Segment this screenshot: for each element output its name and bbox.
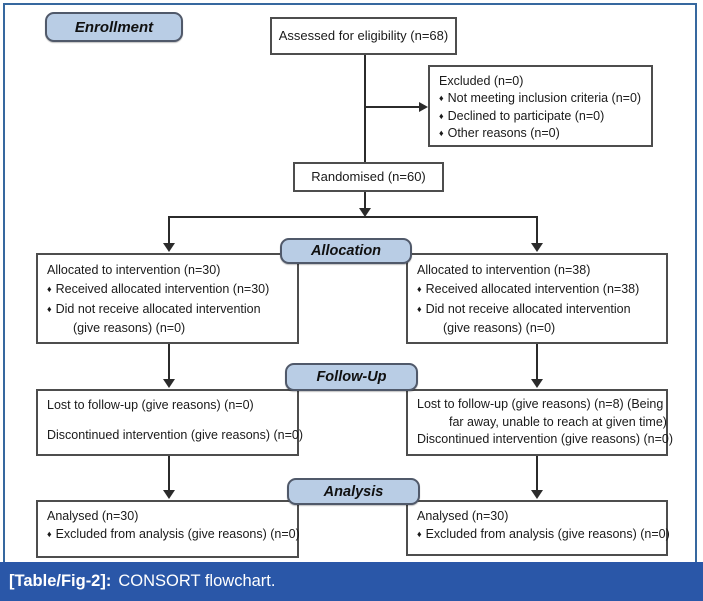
diamond-bullet-icon: ♦ <box>417 303 422 314</box>
line-branch-to-excluded <box>365 106 420 108</box>
arrowhead-right-excluded <box>419 102 428 112</box>
excluded-item: ♦Other reasons (n=0) <box>439 125 642 142</box>
caption-bar: [Table/Fig-2]: CONSORT flowchart. <box>0 562 703 601</box>
box-followup-right: Lost to follow-up (give reasons) (n=8) (… <box>406 389 674 456</box>
diamond-bullet-icon: ♦ <box>417 284 422 295</box>
box-randomised: Randomised (n=60) <box>293 162 444 192</box>
allocation-left-title: Allocated to intervention (n=30) <box>47 263 221 277</box>
line-followup-right-to-analysis <box>536 456 538 491</box>
line-randomised-down <box>364 192 366 210</box>
assessed-text: Assessed for eligibility (n=68) <box>278 27 449 43</box>
analysis-left-bullet1: ♦Excluded from analysis (give reasons) (… <box>47 526 300 544</box>
analysis-left-bullet1-text: Excluded from analysis (give reasons) (n… <box>55 526 300 541</box>
line-split-right-down <box>536 217 538 244</box>
analysis-left-title: Analysed (n=30) <box>47 509 139 523</box>
allocation-right-bullet1-text: Received allocated intervention (n=38) <box>425 282 640 297</box>
diamond-bullet-icon: ♦ <box>439 93 444 104</box>
arrowhead-down-allocation-right <box>531 243 543 252</box>
arrowhead-down-analysis-right <box>531 490 543 499</box>
box-allocation-left: Allocated to intervention (n=30) ♦Receiv… <box>36 253 299 344</box>
allocation-right-bullet2-cont: (give reasons) (n=0) <box>443 321 556 336</box>
box-allocation-right: Allocated to intervention (n=38) ♦Receiv… <box>406 253 668 344</box>
diamond-bullet-icon: ♦ <box>417 528 422 539</box>
stage-label-allocation: Allocation <box>280 238 412 264</box>
followup-left-line2: Discontinued intervention (give reasons)… <box>47 427 304 442</box>
allocation-left-bullet2: ♦Did not receive allocated intervention <box>47 300 288 319</box>
arrowhead-down-followup-left <box>163 379 175 388</box>
arrowhead-down-allocation-left <box>163 243 175 252</box>
line-allocation-right-to-followup <box>536 344 538 381</box>
stage-label-followup: Follow-Up <box>285 363 418 391</box>
allocation-left-bullet1: ♦Received allocated intervention (n=30) <box>47 280 288 299</box>
allocation-label-text: Allocation <box>310 243 382 259</box>
box-analysis-right: Analysed (n=30) ♦Excluded from analysis … <box>406 500 670 556</box>
allocation-right-bullet1: ♦Received allocated intervention (n=38) <box>417 280 657 299</box>
diamond-bullet-icon: ♦ <box>439 110 444 121</box>
caption-text: CONSORT flowchart. <box>118 572 276 590</box>
box-assessed: Assessed for eligibility (n=68) <box>270 17 457 55</box>
analysis-right-bullet1-text: Excluded from analysis (give reasons) (n… <box>425 526 670 541</box>
excluded-item: ♦Not meeting inclusion criteria (n=0) <box>439 90 642 107</box>
stage-label-analysis: Analysis <box>287 478 420 505</box>
excluded-item-text: Declined to participate (n=0) <box>447 108 605 123</box>
analysis-label-text: Analysis <box>323 483 384 500</box>
box-excluded: Excluded (n=0) ♦Not meeting inclusion cr… <box>428 65 653 147</box>
stage-label-enrollment: Enrollment <box>45 12 183 42</box>
followup-right-line3: Discontinued intervention (give reasons)… <box>417 432 674 446</box>
box-followup-left: Lost to follow-up (give reasons) (n=0) D… <box>36 389 304 456</box>
diamond-bullet-icon: ♦ <box>47 528 52 539</box>
excluded-item: ♦Declined to participate (n=0) <box>439 108 642 125</box>
allocation-right-bullet2: ♦Did not receive allocated intervention <box>417 300 657 319</box>
line-split-left-down <box>168 217 170 244</box>
diamond-bullet-icon: ♦ <box>439 127 444 138</box>
arrowhead-down-junction <box>359 208 371 217</box>
enrollment-label-text: Enrollment <box>74 18 154 36</box>
allocation-right-bullet2-text: Did not receive allocated intervention <box>425 301 631 316</box>
allocation-right-title: Allocated to intervention (n=38) <box>417 263 591 277</box>
randomised-text: Randomised (n=60) <box>311 168 426 184</box>
allocation-left-bullet2-text: Did not receive allocated intervention <box>55 301 261 316</box>
followup-right-line2: far away, unable to reach at given time) <box>449 414 667 429</box>
excluded-title: Excluded (n=0) <box>439 74 524 88</box>
line-assessed-to-randomised <box>364 55 366 162</box>
box-analysis-left: Analysed (n=30) ♦Excluded from analysis … <box>36 500 300 558</box>
analysis-right-bullet1: ♦Excluded from analysis (give reasons) (… <box>417 526 670 544</box>
arrowhead-down-followup-right <box>531 379 543 388</box>
analysis-right-title: Analysed (n=30) <box>417 509 509 523</box>
followup-right-line1: Lost to follow-up (give reasons) (n=8) (… <box>417 397 664 411</box>
diamond-bullet-icon: ♦ <box>47 284 52 295</box>
allocation-left-bullet1-text: Received allocated intervention (n=30) <box>55 282 270 297</box>
followup-left-line1: Lost to follow-up (give reasons) (n=0) <box>47 398 254 412</box>
diamond-bullet-icon: ♦ <box>47 303 52 314</box>
line-followup-left-to-analysis <box>168 456 170 491</box>
line-allocation-left-to-followup <box>168 344 170 381</box>
arrowhead-down-analysis-left <box>163 490 175 499</box>
allocation-left-bullet2-cont: (give reasons) (n=0) <box>73 321 186 336</box>
line-split-horizontal <box>168 216 538 218</box>
caption-label: [Table/Fig-2]: <box>9 572 112 590</box>
followup-label-text: Follow-Up <box>316 369 387 385</box>
excluded-item-text: Not meeting inclusion criteria (n=0) <box>447 91 642 106</box>
excluded-item-text: Other reasons (n=0) <box>447 125 560 140</box>
